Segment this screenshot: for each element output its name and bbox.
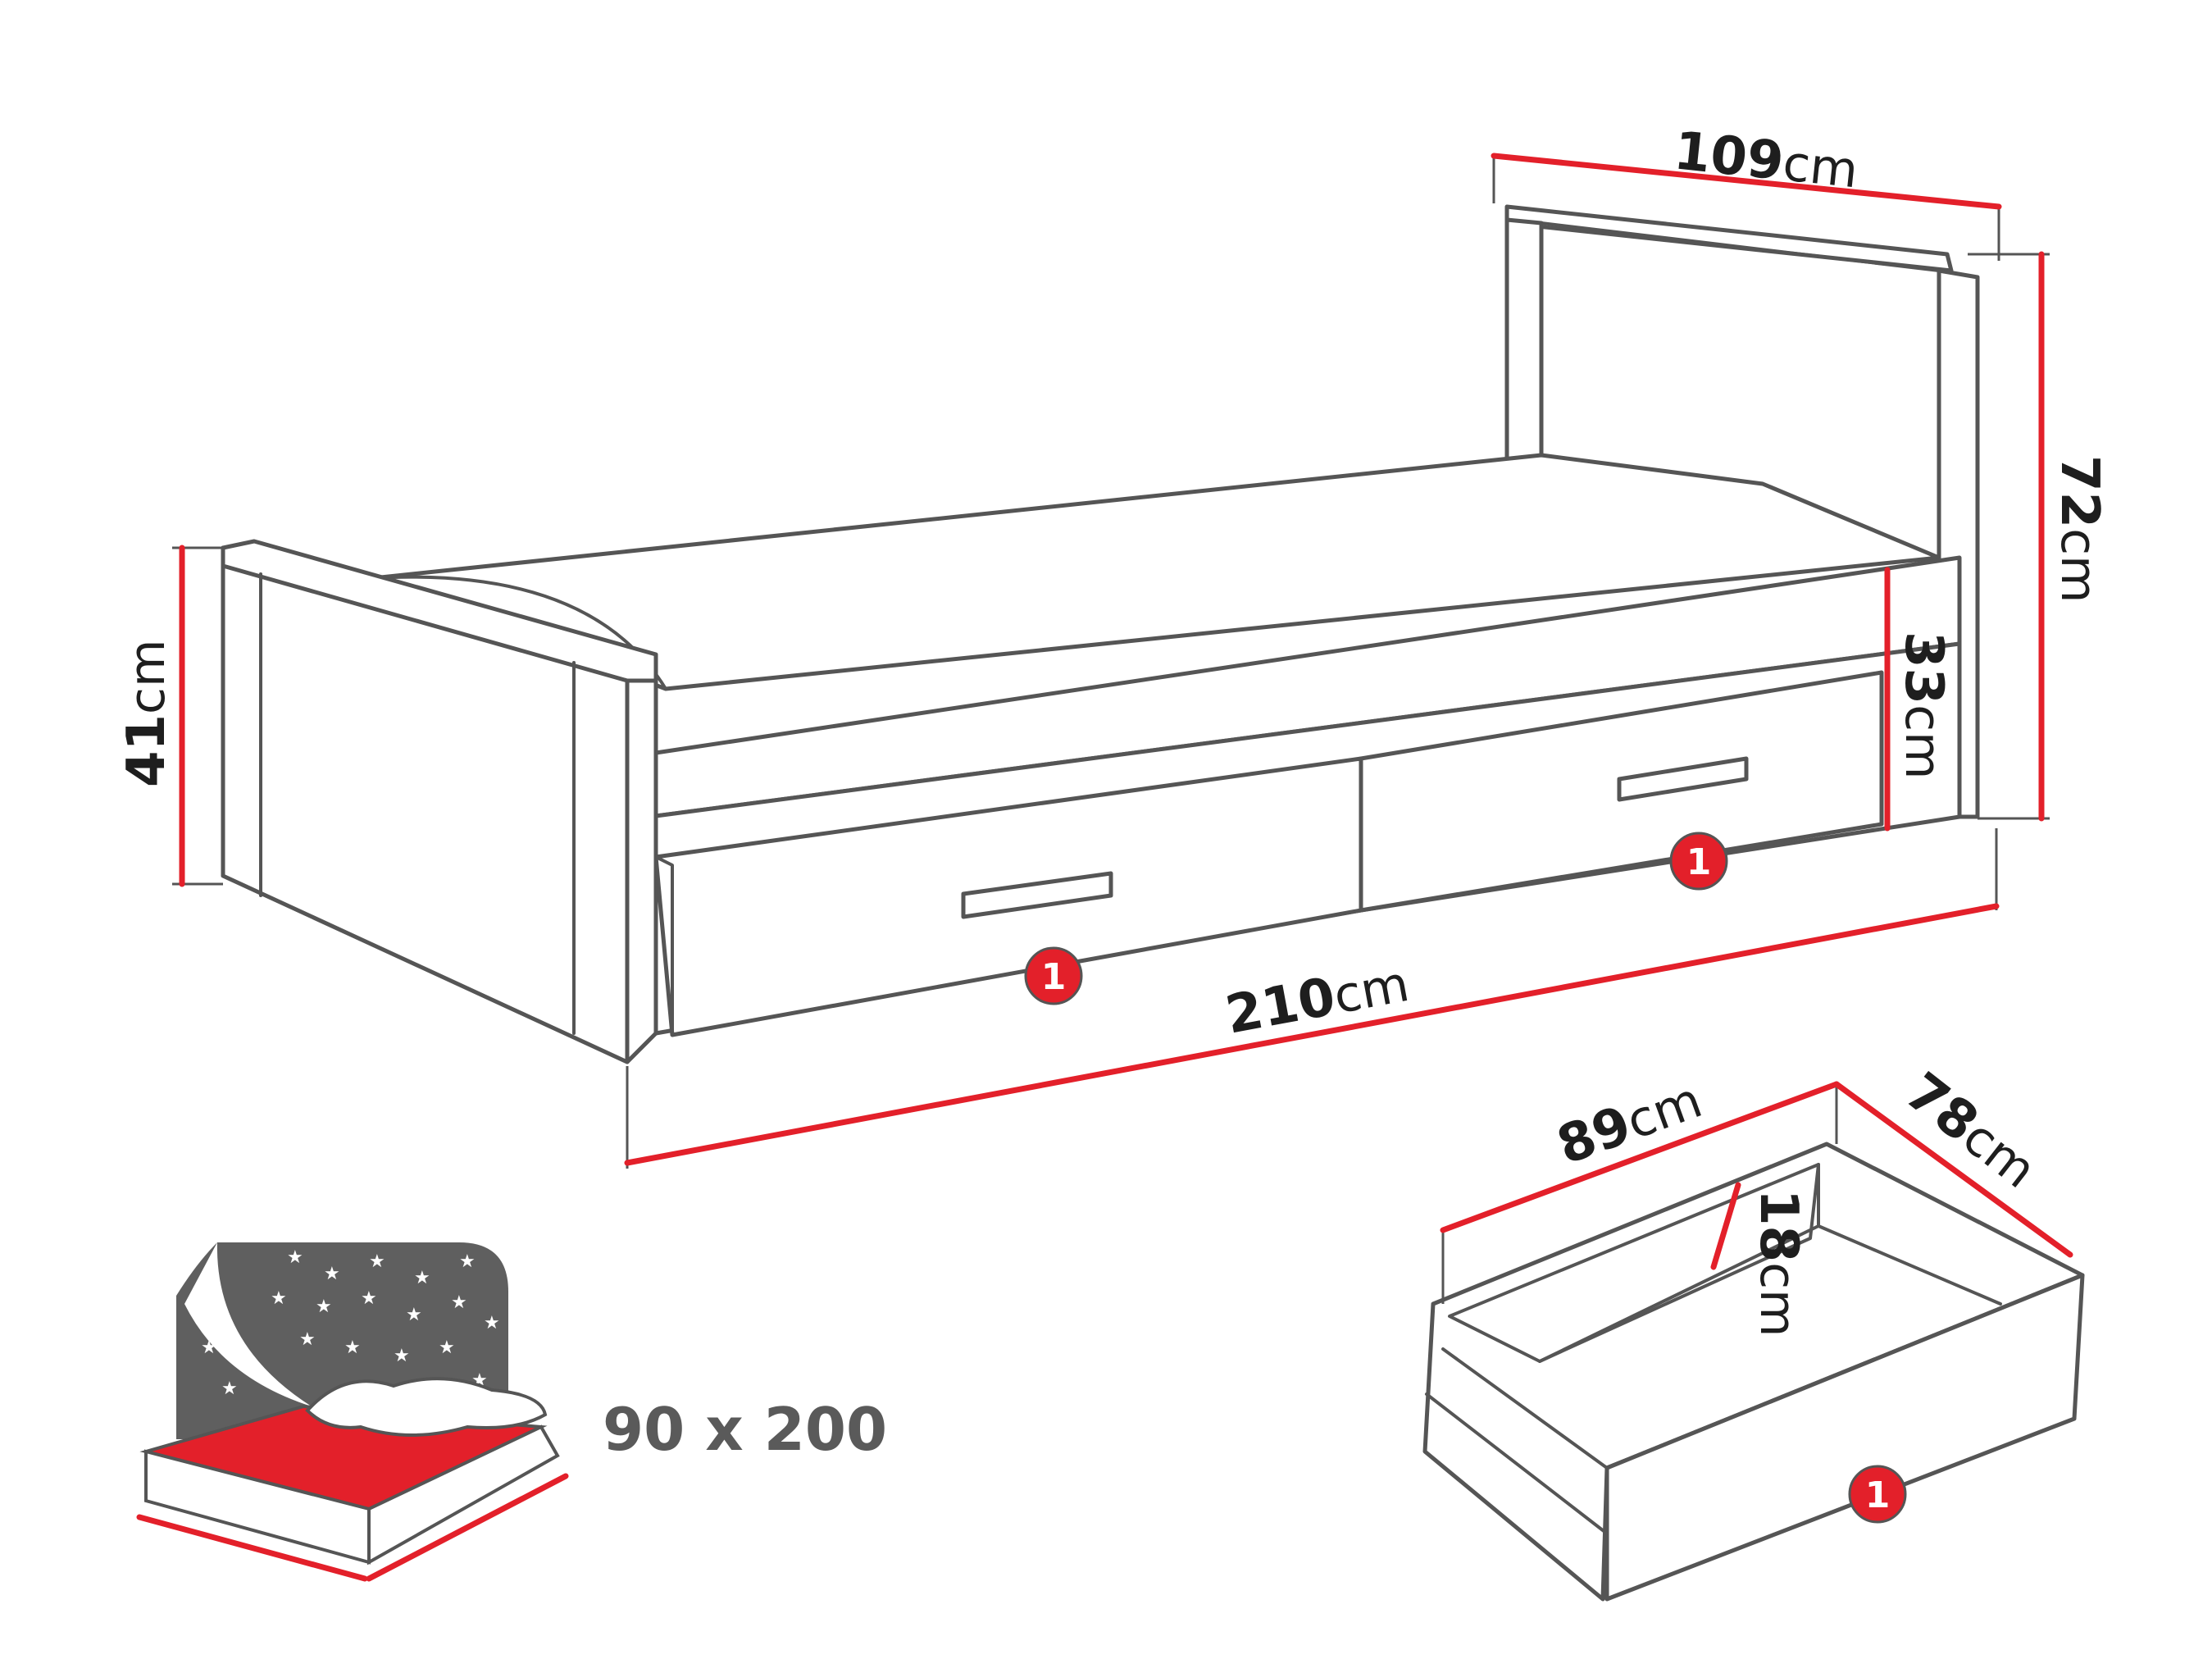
badge-drawer-left: 1 [1024,946,1083,1005]
svg-text:★: ★ [369,1251,385,1272]
dim-footboard-height-unit: cm [119,640,176,714]
badge-drawer-left-text: 1 [1041,956,1067,998]
dim-footboard-height [172,545,223,887]
svg-text:★: ★ [459,1251,476,1272]
dim-drawer-inner-height [1710,1182,1741,1270]
stars: ★ ★ ★ ★ ★ ★ ★ ★ ★ ★ ★ ★ ★ ★ ★ ★ ★ ★ [201,1247,500,1399]
drawer-detail: 1 [1422,1142,2085,1602]
svg-text:★: ★ [324,1264,340,1284]
svg-text:★: ★ [344,1338,361,1358]
dim-drawer-depth [1833,1081,2073,1258]
dim-headboard-height-value: 72 [2049,455,2110,528]
dim-headboard-width-label: 109cm [1671,121,1861,200]
svg-text:★: ★ [406,1305,422,1325]
svg-text:★: ★ [414,1268,430,1288]
dim-bed-length-unit: cm [1329,955,1413,1025]
dim-drawer-width [1440,1081,1840,1304]
mattress-icon: ★ ★ ★ ★ ★ ★ ★ ★ ★ ★ ★ ★ ★ ★ ★ ★ ★ ★ [136,1242,569,1582]
svg-text:★: ★ [271,1288,287,1309]
dim-drawer-height-label: 33cm [1893,631,1954,780]
badge-drawer-detail-text: 1 [1865,1474,1891,1516]
svg-text:★: ★ [316,1297,332,1317]
svg-text:★: ★ [451,1292,467,1313]
mattress-side [367,1424,560,1566]
dim-drawer-inner-height-label: 18cm [1748,1189,1809,1338]
badge-drawer-right: 1 [1669,832,1728,891]
svg-text:★: ★ [484,1313,500,1333]
svg-text:★: ★ [201,1338,217,1358]
dim-headboard-height-label: 72cm [2049,455,2110,604]
footboard [221,539,658,1064]
svg-text:★: ★ [287,1247,303,1268]
pillow [305,1377,548,1437]
dim-headboard-height-unit: cm [2050,528,2107,603]
dim-headboard-height [1968,251,2050,822]
dim-drawer-height-unit: cm [1894,704,1951,779]
dim-drawer-inner-height-value: 18 [1748,1189,1809,1262]
dim-drawer-inner-height-unit: cm [1749,1262,1806,1337]
dim-headboard-width [1491,153,2002,261]
dim-footboard-height-value: 41 [116,714,177,787]
svg-text:★: ★ [361,1288,377,1309]
dim-headboard-width-value: 109 [1671,121,1786,193]
svg-text:★: ★ [221,1379,238,1399]
svg-text:★: ★ [394,1346,410,1366]
svg-text:★: ★ [439,1338,455,1358]
dim-footboard-height-label: 41cm [116,640,177,788]
badge-drawer-right-text: 1 [1686,841,1712,883]
dim-bed-length [624,828,2000,1169]
svg-text:★: ★ [299,1329,316,1350]
dim-drawer-height-value: 33 [1893,631,1954,704]
drawer-right[interactable] [1359,670,1884,913]
mattress-size-label: 90 x 200 [603,1395,887,1464]
dim-headboard-width-unit: cm [1780,134,1860,199]
